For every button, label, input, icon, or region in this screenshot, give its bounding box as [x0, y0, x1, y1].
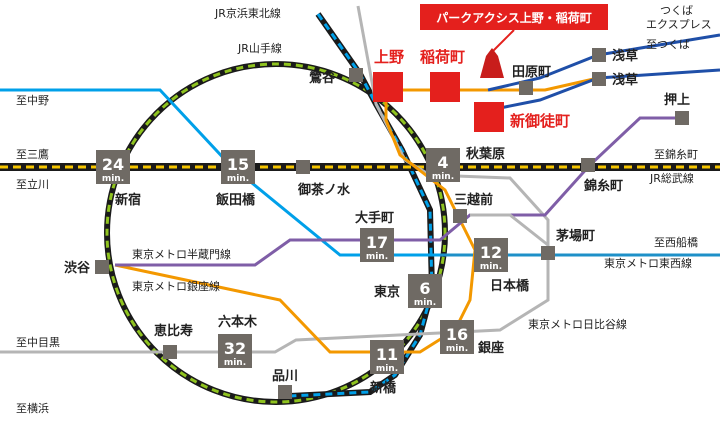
station-ebisu: 恵比寿 — [154, 323, 193, 339]
line-label-keihin-tohoku: JR京浜東北線 — [214, 6, 281, 20]
direction-tx-line2: エクスプレス — [646, 18, 712, 31]
time-box-otemachi: 17 min. — [360, 228, 394, 262]
svg-text:32: 32 — [224, 339, 246, 358]
time-box-shinjuku: 24 min. — [96, 150, 130, 184]
svg-text:min.: min. — [366, 252, 388, 262]
station-box-kayabacho — [541, 246, 555, 260]
station-tokyo: 東京 — [374, 284, 400, 300]
keihin-tohoku-line — [289, 12, 436, 399]
svg-text:min.: min. — [432, 172, 454, 182]
station-nihonbashi: 日本橋 — [490, 278, 530, 294]
station-box-inaricho — [430, 72, 460, 102]
direction-labels: 至中野 至三鷹 至立川 至中目黒 至横浜 至つくば 至錦糸町 至西船橋 つくば … — [16, 4, 712, 415]
direction-mitaka: 至三鷹 — [16, 147, 49, 161]
tsukuba-express-line — [487, 33, 720, 112]
svg-text:min.: min. — [414, 298, 436, 308]
station-otemachi: 大手町 — [355, 210, 394, 226]
station-shibuya: 渋谷 — [64, 260, 91, 276]
svg-text:4: 4 — [437, 153, 448, 172]
station-ginza: 銀座 — [478, 340, 504, 356]
time-box-nihonbashi: 12 min. — [474, 238, 508, 272]
property-callout: パークアクシス上野・稲荷町 — [420, 4, 608, 78]
direction-tx-line1: つくば — [660, 4, 693, 17]
property-label: パークアクシス上野・稲荷町 — [436, 10, 591, 25]
svg-text:min.: min. — [224, 358, 246, 368]
svg-text:16: 16 — [446, 325, 468, 344]
station-shimbashi: 新橋 — [370, 380, 397, 396]
line-label-hibiya: 東京メトロ日比谷線 — [528, 317, 627, 331]
station-box-shinagawa — [278, 385, 292, 399]
direction-nakano: 至中野 — [16, 94, 49, 107]
line-label-ginza: 東京メトロ銀座線 — [132, 279, 220, 293]
svg-text:24: 24 — [102, 155, 124, 174]
direction-nakameguro: 至中目黒 — [16, 336, 60, 349]
line-label-tozai: 東京メトロ東西線 — [604, 256, 692, 270]
station-box-ebisu — [163, 345, 177, 359]
minor-stations — [95, 48, 689, 399]
svg-text:min.: min. — [102, 174, 124, 184]
line-label-sobu: JR総武線 — [649, 171, 694, 185]
time-box-shimbashi: 11 min. — [370, 340, 404, 374]
station-label-inaricho: 稲荷町 — [420, 48, 465, 66]
station-iidabashi: 飯田橋 — [215, 192, 256, 208]
station-akihabara: 秋葉原 — [466, 146, 505, 162]
station-box-ueno — [373, 72, 403, 102]
time-box-tokyo: 6 min. — [408, 274, 442, 308]
station-box-uguisudani — [349, 68, 363, 82]
svg-text:min.: min. — [446, 344, 468, 354]
station-shinjuku: 新宿 — [115, 192, 141, 208]
time-box-akihabara: 4 min. — [426, 148, 460, 182]
station-box-asakusa — [592, 72, 606, 86]
station-box-ochanomizu — [296, 160, 310, 174]
station-kayabacho: 茅場町 — [556, 228, 595, 244]
station-box-mitsukoshimae — [453, 209, 467, 223]
svg-text:min.: min. — [227, 174, 249, 184]
station-oshiage: 押上 — [664, 92, 690, 108]
time-box-iidabashi: 15 min. — [221, 150, 255, 184]
line-label-hanzomon: 東京メトロ半蔵門線 — [132, 247, 231, 261]
direction-nishifunabashi: 至西船橋 — [654, 235, 698, 249]
svg-text:12: 12 — [480, 243, 502, 262]
time-box-roppongi: 32 min. — [218, 334, 252, 368]
station-asakusa: 浅草 — [612, 72, 638, 88]
svg-text:min.: min. — [376, 364, 398, 374]
station-kinshicho: 錦糸町 — [584, 178, 623, 194]
hanzomon-line — [115, 116, 685, 267]
line-label-yamanote: JR山手線 — [237, 41, 282, 55]
direction-tsukuba: 至つくば — [646, 38, 690, 51]
station-box-kinshicho — [581, 158, 595, 172]
time-box-ginza: 16 min. — [440, 320, 474, 354]
station-label-ueno: 上野 — [374, 48, 404, 66]
highlight-stations: 上野 稲荷町 新御徒町 — [373, 48, 570, 132]
svg-text:6: 6 — [419, 279, 430, 298]
station-tawaramachi: 田原町 — [512, 65, 551, 80]
station-box-oshiage — [675, 111, 689, 125]
station-mitsukoshimae: 三越前 — [454, 192, 493, 208]
line-labels: JR京浜東北線 JR山手線 東京メトロ半蔵門線 東京メトロ銀座線 東京メトロ東西… — [132, 6, 694, 331]
station-roppongi: 六本木 — [218, 314, 258, 330]
direction-kinshicho: 至錦糸町 — [654, 147, 698, 161]
station-box-asakusa-tx — [592, 48, 606, 62]
svg-text:min.: min. — [480, 262, 502, 272]
station-labels: 鶯谷 田原町 浅草 浅草 押上 秋葉原 錦糸町 三越前 茅場町 日本橋 大手町 … — [64, 48, 690, 396]
svg-text:15: 15 — [227, 155, 249, 174]
station-shinagawa: 品川 — [272, 369, 298, 384]
station-ochanomizu: 御茶ノ水 — [297, 182, 351, 198]
svg-text:11: 11 — [376, 345, 398, 364]
hibiya-branch-line — [470, 213, 549, 247]
direction-tachikawa: 至立川 — [16, 177, 49, 191]
direction-yokohama: 至横浜 — [16, 401, 49, 415]
station-box-shin-okachimachi — [474, 102, 504, 132]
yamanote-line — [104, 61, 448, 405]
station-uguisudani: 鶯谷 — [309, 70, 336, 86]
station-box-shibuya — [95, 260, 109, 274]
property-pin-icon — [480, 48, 504, 78]
svg-text:17: 17 — [366, 233, 388, 252]
station-label-shin-okachimachi: 新御徒町 — [510, 112, 570, 130]
station-asakusa-tx: 浅草 — [612, 48, 638, 64]
station-box-tawaramachi — [519, 81, 533, 95]
